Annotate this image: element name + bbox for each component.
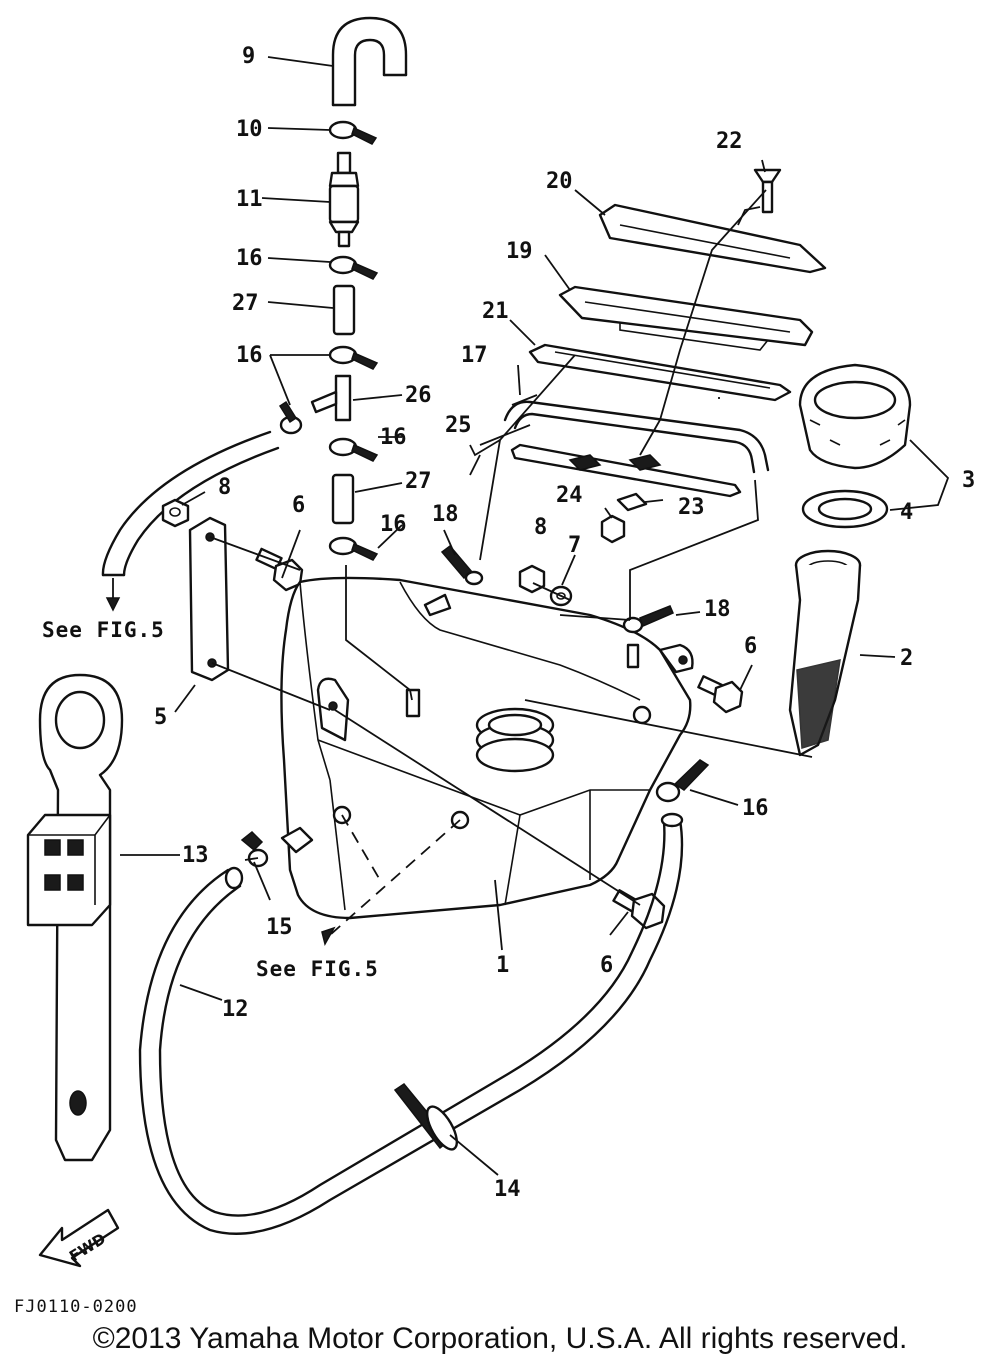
part-16-clamp-d [328,437,379,462]
callout-16: 16 [236,343,263,368]
part-16-clamp-c [278,400,303,435]
part-13-mount-bracket [26,673,124,1162]
callout-17: 17 [461,343,488,368]
callout-1: 1 [496,953,509,978]
part-10-hose-clamp [328,120,378,145]
part-1-oil-tank [280,576,694,920]
callout-6: 6 [744,634,757,659]
callout-6: 6 [292,493,305,518]
part-6-bolt-b [697,675,744,714]
part-18-fitting-left [440,544,484,586]
part-19-plate [558,285,814,351]
see-fig5-upper: See FIG.5 [42,618,165,642]
part-16-clamp-a [328,255,379,280]
part-18-fitting-right [622,605,674,634]
part-4-seal-ring [801,489,889,529]
part-9-vent-hose [331,16,408,107]
callout-21: 21 [482,299,509,324]
part-8-nut-left [161,498,190,528]
callout-8: 8 [218,475,231,500]
hose-to-fig5-left [101,430,280,612]
callout-6: 6 [600,953,613,978]
part-6-bolt-c [612,889,666,930]
callout-27: 27 [232,291,259,316]
part-24-grommet [600,514,626,544]
part-17-vent-tube [503,400,770,474]
callout-12: 12 [222,997,249,1022]
part-14-cable-tie [393,1082,458,1151]
part-16-clamp-b [328,345,379,370]
part-3-filler-cap [798,363,912,470]
callout-20: 20 [546,169,573,194]
part-26-t-joint [310,374,352,422]
part-20-cover [598,203,827,274]
callout-3: 3 [962,468,975,493]
callout-7: 7 [568,533,581,558]
drawing-code: FJ0110-0200 [14,1297,138,1317]
part-27-short-hose-lower [331,473,355,525]
callout-11: 11 [236,187,263,212]
callout-labels: 9 10 11 16 27 16 26 16 27 16 8 6 5 18 17… [154,44,975,1202]
callout-8: 8 [534,515,547,540]
part-27-short-hose-upper [332,284,356,336]
part-2-strainer [788,549,862,757]
part-5-bracket [188,516,230,682]
part-23-washer [616,492,648,512]
callout-16: 16 [236,246,263,271]
callout-23: 23 [678,495,705,520]
callout-13: 13 [182,843,209,868]
callout-19: 19 [506,239,533,264]
callout-18: 18 [432,502,459,527]
callout-25: 25 [445,413,472,438]
part-6-bolt-a [255,547,304,592]
callout-10: 10 [236,117,263,142]
see-fig5-lower: See FIG.5 [256,957,379,981]
part-8-nut-right [518,564,546,594]
callout-9: 9 [242,44,255,69]
part-16-clamp-f [655,759,710,803]
dashed-guides [321,814,461,947]
callout-18: 18 [704,597,731,622]
callout-5: 5 [154,705,167,730]
callout-14: 14 [494,1177,521,1202]
callout-27: 27 [405,469,432,494]
fwd-arrow: FWD [38,1208,120,1268]
callout-22: 22 [716,129,743,154]
callout-24: 24 [556,483,583,508]
part-11-filter [328,151,360,248]
leader-lines [120,56,950,1176]
copyright-notice: ©2013 Yamaha Motor Corporation, U.S.A. A… [92,1322,908,1355]
callout-16: 16 [380,512,407,537]
part-21-gasket [528,343,792,402]
part-12-long-hose [138,812,684,1235]
callout-26: 26 [405,383,432,408]
part-16-clamp-e [328,536,379,561]
callout-4: 4 [900,500,913,525]
part-25-retainer [510,443,742,498]
callout-15: 15 [266,915,293,940]
part-22-screw [753,168,782,214]
callout-16: 16 [742,796,769,821]
callout-16: 16 [380,425,407,450]
callout-2: 2 [900,646,913,671]
